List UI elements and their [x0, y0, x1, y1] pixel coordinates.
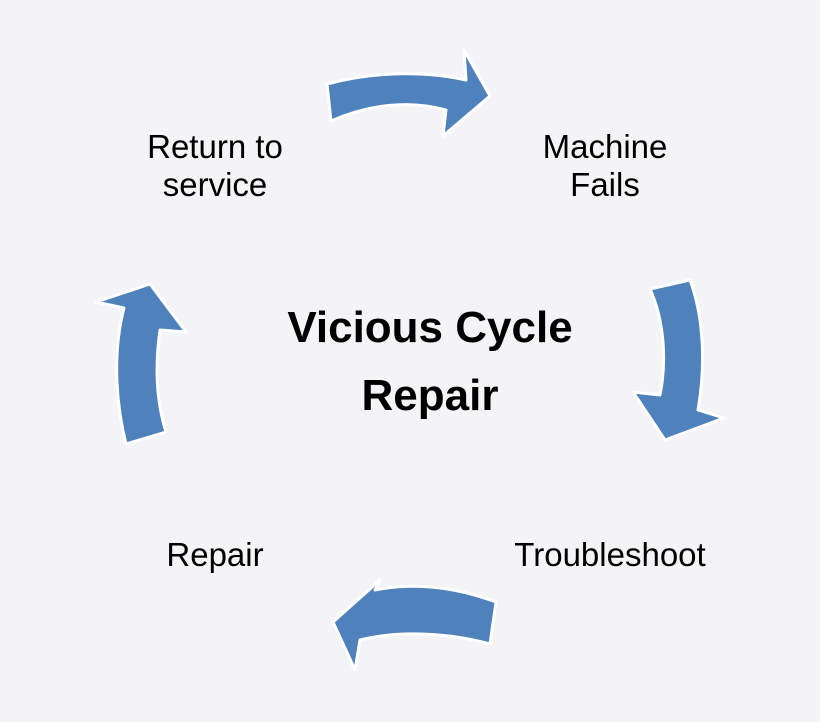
arrow-top-right-icon: [325, 48, 492, 138]
step-return-to-service: Return to service: [147, 128, 283, 203]
step-machine-fails: Machine Fails: [542, 128, 668, 203]
step-repair: Repair: [166, 536, 264, 573]
step-troubleshoot: Troubleshoot: [514, 536, 706, 573]
arrow-bottom-left-icon: [331, 578, 498, 672]
arrow-right-down-icon: [631, 278, 726, 442]
cycle-title: Vicious Cycle Repair: [287, 303, 573, 420]
arrow-left-up-icon: [94, 282, 188, 446]
